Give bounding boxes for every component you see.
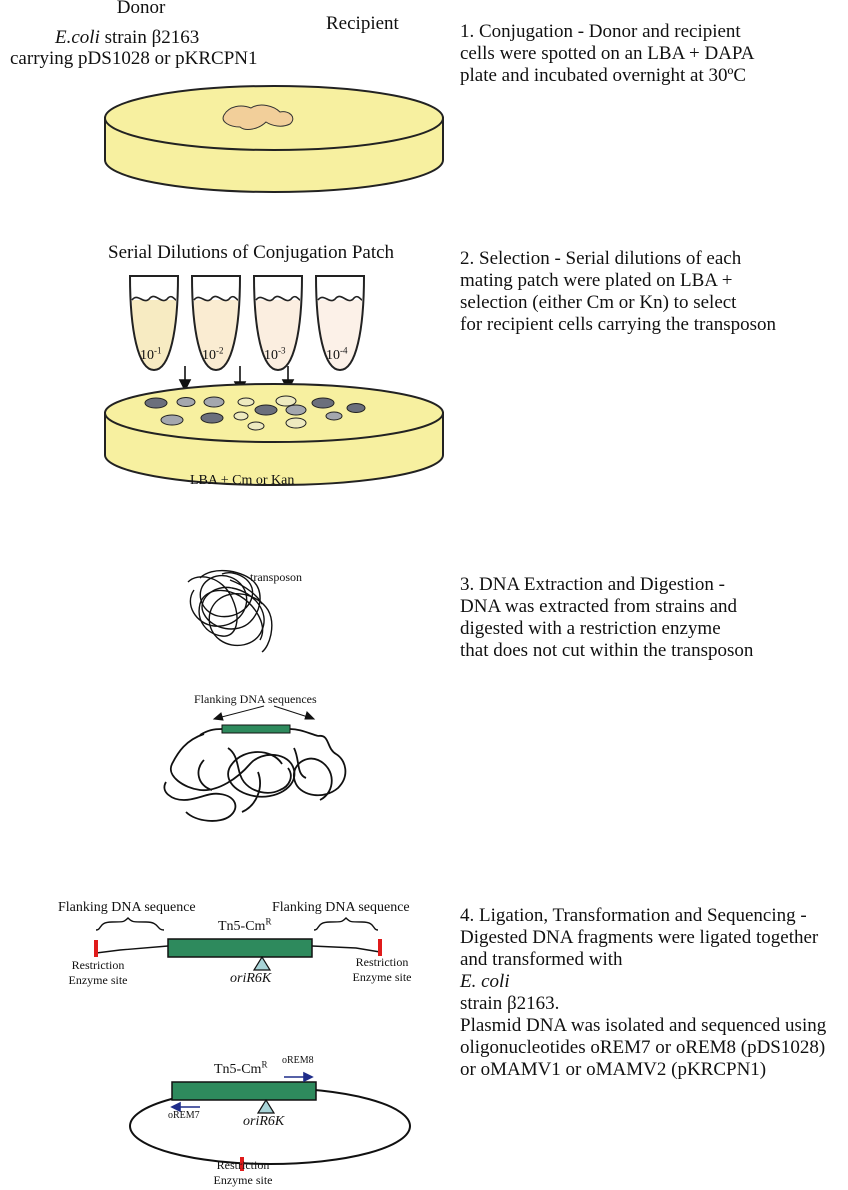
step-2-text: 2. Selection - Serial dilutions of each … [460,248,777,335]
donor-label: Donor [116,0,166,18]
flanking-label-left: Flanking DNA sequence [58,900,196,915]
plasmid-restriction-site [240,1157,244,1171]
donor-plasmids-label: carrying pDS1028 or pKRCPN1 [10,48,258,69]
dilution-tubes [128,275,366,372]
transposon-label: transposon [250,570,302,584]
dilution-tube-4 [314,275,366,372]
transposon-bar [167,938,313,958]
dilution-label-3: 10-3 [264,345,286,363]
strain-species: E.coli [55,27,100,48]
strain-name: strain β2163 [104,27,200,48]
primer-arrows [170,1071,314,1113]
flanking-arrows [212,705,316,721]
flanking-sequences-label: Flanking DNA sequences [194,692,317,706]
linear-construct [94,917,382,971]
colonies [144,395,366,431]
flanking-label-right: Flanking DNA sequence [272,900,410,915]
tn5-label: Tn5-CmR [218,916,272,934]
selection-plate-label: LBA + Cm or Kan [190,473,295,488]
selection-plate [104,383,444,486]
dna-tangle-2 [163,733,347,822]
plasmid-circle [129,1071,411,1171]
brace-right [313,917,379,931]
recipient-label: Recipient [326,13,399,34]
dna-tangle-1 [187,570,273,653]
step-4-text: 4. Ligation, Transformation and Sequenci… [460,905,827,1080]
conjugation-plate [104,85,444,193]
primer-oREM8-label: oREM8 [282,1055,314,1066]
restriction-site-label-right: Restriction Enzyme site [352,955,412,984]
restriction-site-right [378,939,382,956]
dilution-tube-1 [128,275,180,372]
dilution-tube-2 [190,275,242,372]
serial-dilutions-title: Serial Dilutions of Conjugation Patch [108,242,395,263]
primer-oREM7-label: oREM7 [168,1110,200,1121]
transposon-segment [221,724,291,734]
plasmid-transposon [171,1081,317,1101]
dilution-label-1: 10-1 [140,345,162,363]
plasmid-restriction-site-label: Restriction Enzyme site [213,1158,273,1187]
step-3-text: 3. DNA Extraction and Digestion - DNA wa… [460,574,754,661]
restriction-site-left [94,940,98,957]
mating-patch [222,104,294,130]
dilution-label-2: 10-2 [202,345,224,363]
dilution-label-4: 10-4 [326,345,348,363]
dilution-tube-3 [252,275,304,372]
plasmid-oriR6K-label: oriR6K [243,1114,285,1129]
oriR6K-marker [252,955,272,971]
brace-left [95,917,165,931]
oriR6K-label: oriR6K [230,971,272,986]
flanking-dna-ends [199,728,319,737]
donor-strain-label: E.coli strain β2163 [55,27,199,49]
restriction-site-label-left: Restriction Enzyme site [68,958,128,987]
step-1-text: 1. Conjugation - Donor and recipient cel… [460,21,755,86]
plasmid-tn5-label: Tn5-CmR [214,1059,268,1077]
plasmid-oriR6K-marker [256,1098,276,1114]
